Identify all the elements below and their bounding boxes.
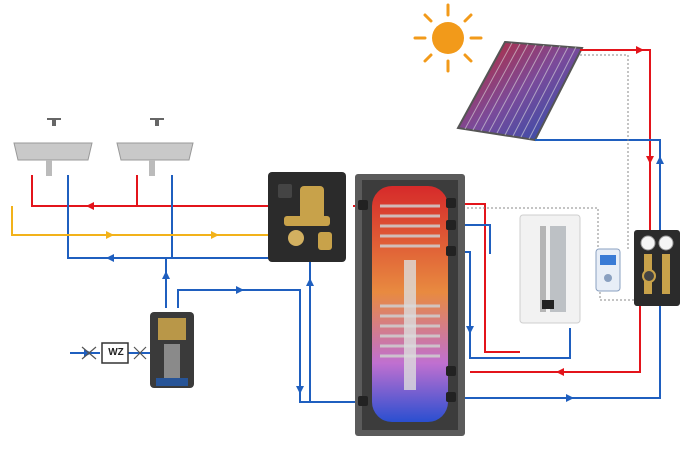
sensor-lines bbox=[455, 54, 640, 301]
hot-water-lines bbox=[31, 46, 654, 376]
sun-icon bbox=[413, 3, 483, 73]
solar-pump-station-icon bbox=[634, 230, 680, 306]
house-connection-icon bbox=[150, 312, 194, 388]
solar-collector-icon bbox=[456, 40, 584, 142]
valve-icon bbox=[81, 346, 147, 360]
wash-basin-icon bbox=[13, 142, 93, 176]
wash-basin-icon bbox=[116, 142, 194, 176]
gas-boiler-icon bbox=[519, 214, 581, 324]
mixed-water-lines bbox=[11, 206, 278, 239]
water-meter-label: WZ bbox=[108, 347, 124, 358]
cold-water-lines bbox=[67, 139, 664, 403]
water-meter-box bbox=[101, 342, 129, 364]
faucet-icon bbox=[47, 118, 61, 126]
fresh-water-station-icon bbox=[268, 172, 346, 262]
storage-tank-icon bbox=[355, 174, 465, 436]
faucet-icon bbox=[150, 118, 164, 126]
solar-controller-icon bbox=[595, 248, 621, 292]
